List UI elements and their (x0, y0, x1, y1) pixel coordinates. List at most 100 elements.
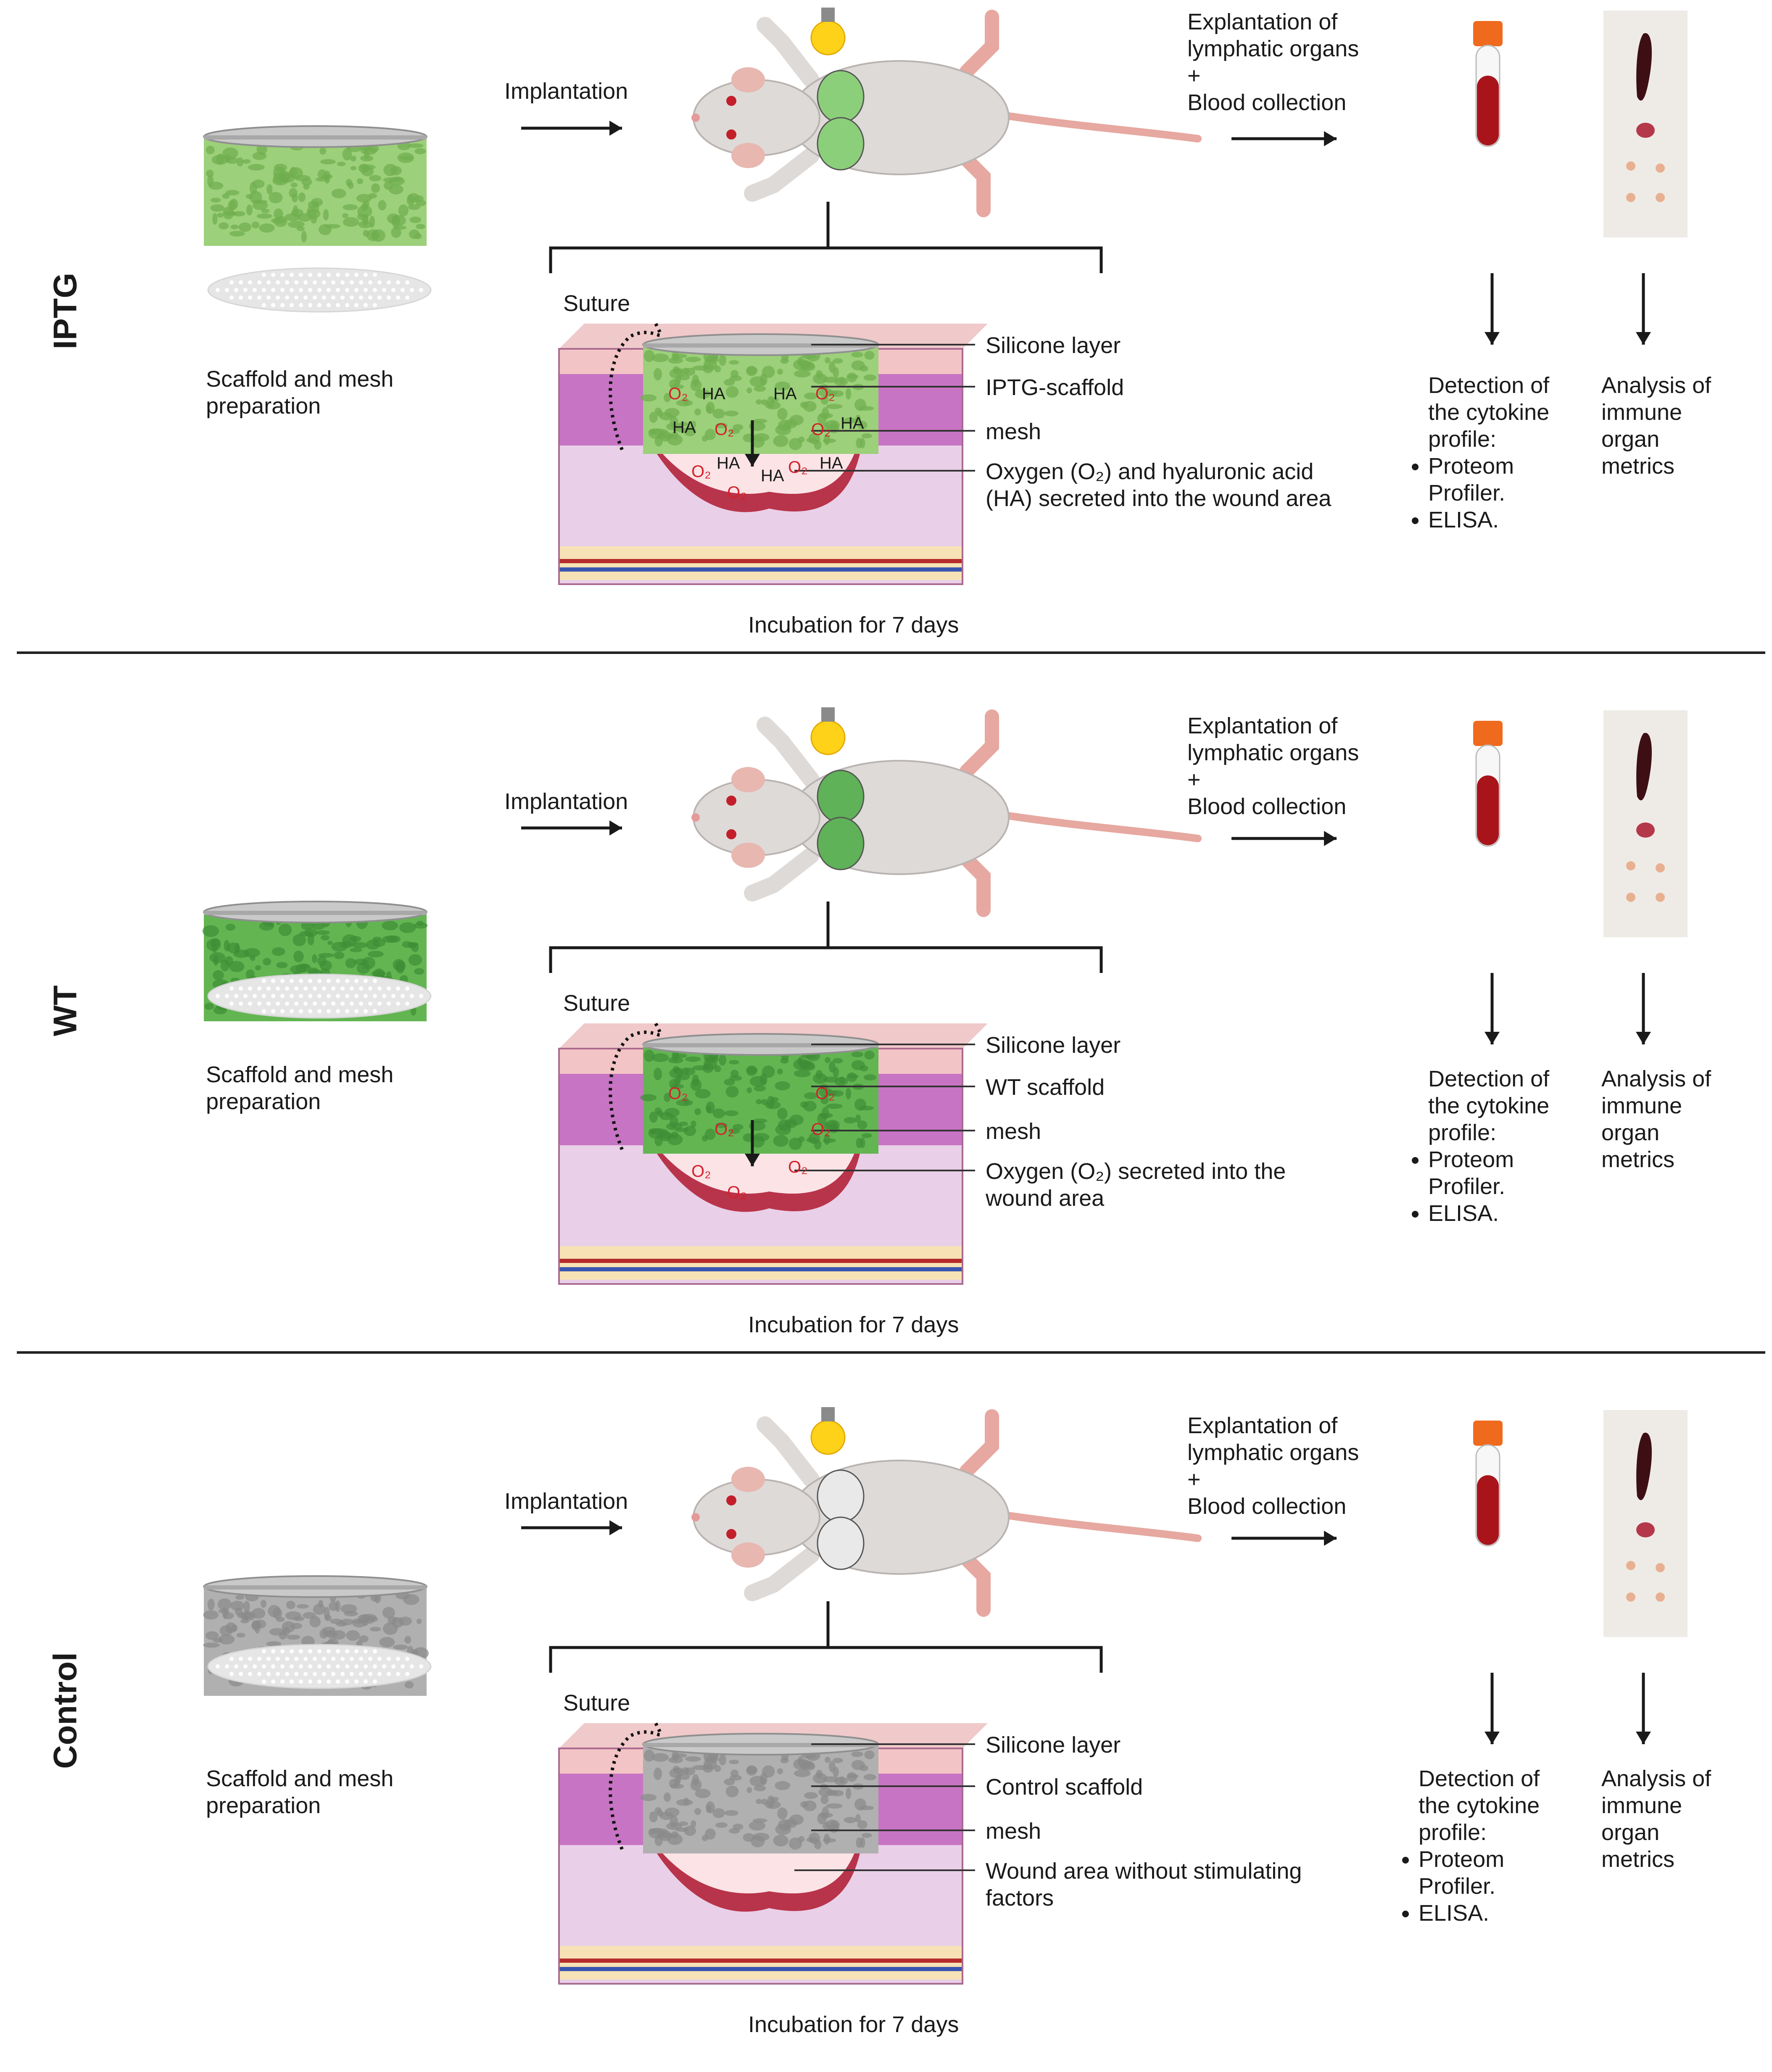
tissue-cross-section (558, 1023, 988, 1285)
cytokine-down-arrow (1485, 1673, 1500, 1744)
suture-label: Suture (563, 1690, 630, 1716)
suture-label: Suture (563, 291, 630, 316)
tissue-cross-section-scaffold (640, 333, 879, 454)
group-label: Control (46, 1652, 84, 1769)
light-bulb-icon (810, 1407, 846, 1455)
implantation-arrow (521, 820, 622, 836)
oxygen-marker: O₂ (811, 420, 831, 439)
hyaluronic-acid-marker: HA (702, 385, 725, 403)
cytokine-down-arrow (1485, 973, 1500, 1044)
oxygen-marker: O₂ (691, 462, 711, 481)
implantation-arrow (521, 1520, 622, 1535)
blood-tube-icon (1473, 721, 1503, 847)
oxygen-marker: O₂ (815, 385, 835, 403)
mouse-icon (691, 10, 1202, 217)
light-bulb-icon (810, 707, 846, 755)
light-bulb-icon (810, 8, 846, 55)
implantation-label: Implantation (504, 1489, 628, 1514)
explantation-arrow (1231, 131, 1337, 146)
panel-artwork (202, 707, 1688, 1285)
analysis-down-arrow (1636, 1673, 1651, 1744)
oxygen-marker: O₂ (811, 1120, 831, 1139)
blood-tube-icon (1473, 21, 1503, 147)
hyaluronic-acid-marker: HA (773, 385, 797, 403)
panel-artwork (203, 8, 1688, 585)
lymphatic-organs-photo (1603, 710, 1688, 937)
lymphatic-organs-photo (1603, 11, 1688, 237)
layer-label-2: mesh (986, 1119, 1042, 1144)
cytokine-down-arrow (1485, 273, 1500, 345)
layer-label-2: mesh (986, 1819, 1042, 1844)
layer-label-3: Oxygen (O₂) and hyaluronic acid(HA) secr… (986, 459, 1332, 511)
analysis-down-arrow (1636, 273, 1651, 345)
tissue-cross-section (558, 1722, 988, 1985)
prep-scaffold-icon (203, 125, 427, 246)
analysis-down-arrow (1636, 973, 1651, 1044)
layer-label-1: IPTG-scaffold (986, 375, 1124, 400)
release-arrow (745, 1120, 760, 1166)
hyaluronic-acid-marker: HA (820, 454, 843, 472)
mouse-icon (691, 1409, 1202, 1617)
oxygen-marker: O₂ (727, 483, 747, 502)
oxygen-marker: O₂ (668, 385, 688, 403)
layer-label-2: mesh (986, 419, 1042, 444)
hyaluronic-acid-marker: HA (717, 454, 740, 472)
blood-tube-icon (1473, 1421, 1503, 1547)
cytokine-method-item: ELISA. (1419, 1900, 1504, 1927)
oxygen-marker: O₂ (727, 1183, 747, 1202)
incubation-label: Incubation for 7 days (748, 2012, 959, 2037)
group-label: WT (46, 985, 84, 1036)
incubation-label: Incubation for 7 days (748, 1312, 959, 1337)
panel-divider (17, 1351, 1765, 1354)
hyaluronic-acid-marker: HA (672, 418, 696, 437)
layer-label-0: Silicone layer (986, 333, 1121, 358)
layer-label-0: Silicone layer (986, 1732, 1121, 1758)
release-arrow (745, 420, 760, 467)
layer-label-0: Silicone layer (986, 1033, 1121, 1058)
tissue-cross-section (558, 323, 988, 585)
tissue-cross-section-scaffold (640, 1733, 879, 1853)
group-label: IPTG (46, 272, 84, 350)
cytokine-method-item: ELISA. (1428, 506, 1514, 533)
suture-label: Suture (563, 991, 630, 1016)
tissue-cross-section-scaffold (640, 1033, 879, 1154)
oxygen-marker: O₂ (815, 1084, 835, 1103)
incubation-label: Incubation for 7 days (748, 612, 959, 638)
layer-label-1: WT scaffold (986, 1075, 1105, 1100)
mouse-icon (691, 709, 1202, 917)
panel-divider (17, 651, 1765, 654)
bracket (549, 902, 1103, 973)
prep-mesh-icon (207, 267, 432, 313)
hyaluronic-acid-marker: HA (761, 467, 784, 485)
hyaluronic-acid-marker: HA (841, 414, 864, 432)
explantation-arrow (1231, 831, 1337, 846)
oxygen-marker: O₂ (715, 1120, 734, 1139)
prep-mesh-icon (207, 1644, 432, 1689)
explantation-arrow (1231, 1531, 1337, 1546)
layer-label-1: Control scaffold (986, 1774, 1143, 1800)
oxygen-marker: O₂ (715, 420, 734, 439)
bracket (549, 1601, 1103, 1673)
oxygen-marker: O₂ (668, 1084, 688, 1103)
